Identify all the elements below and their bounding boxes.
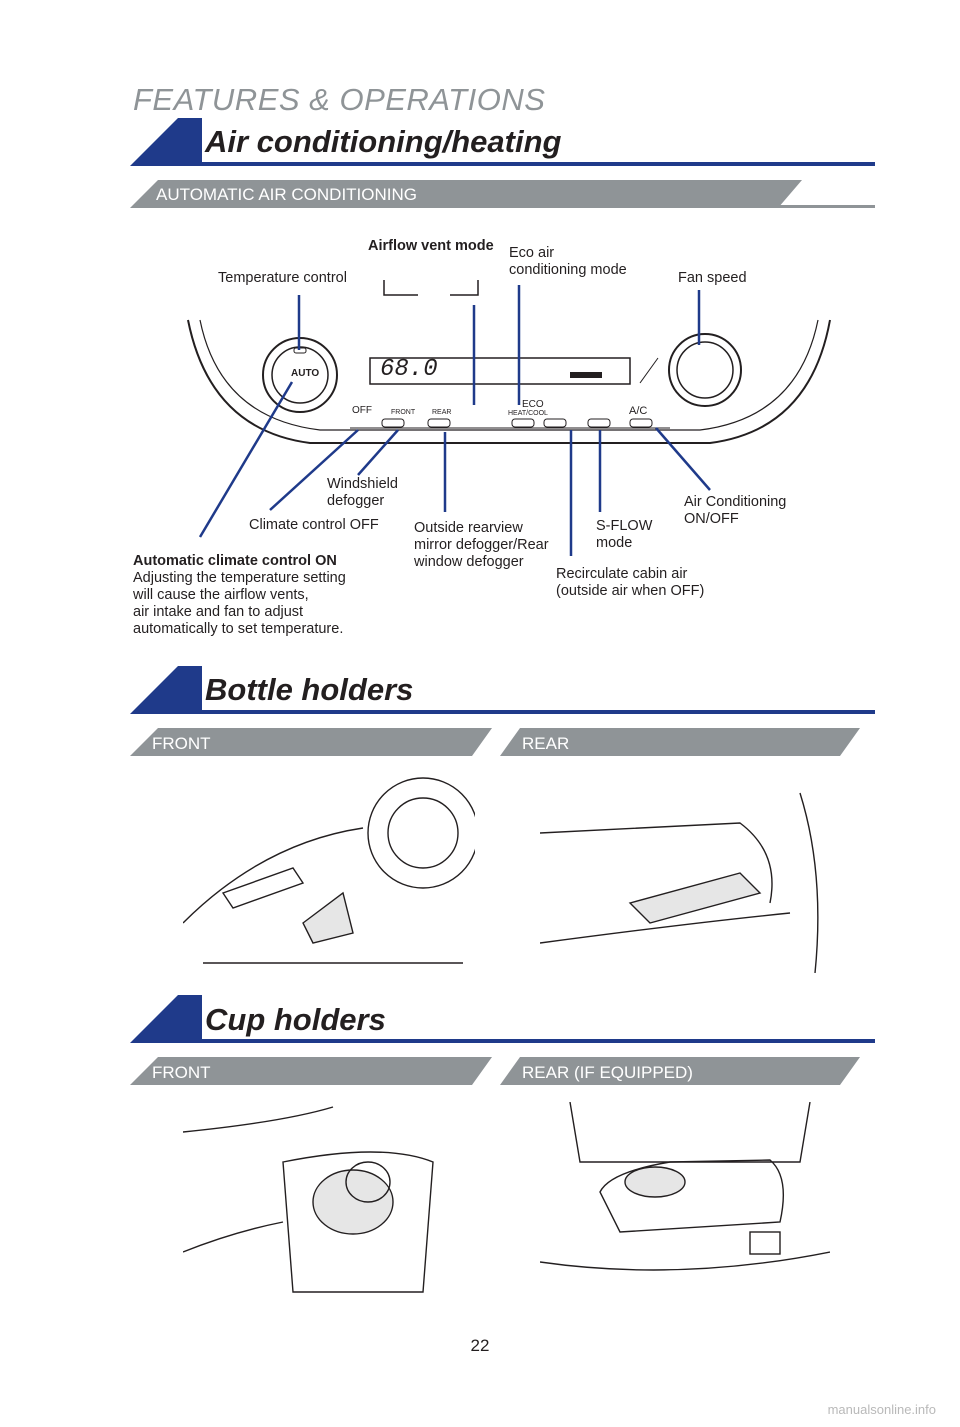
panel-btn-rear: REAR [432, 409, 452, 416]
callout-eco-air-2: conditioning mode [509, 262, 627, 278]
page-number: 22 [470, 1336, 490, 1355]
callout-windshield-2: defogger [327, 493, 385, 509]
panel-btn-heatcool: HEAT/COOL [508, 410, 548, 417]
section-title-bar-cup [130, 995, 875, 1043]
cup-front-illustration [183, 1106, 434, 1293]
subheading-bars-cup [130, 1057, 860, 1085]
subheading-bottle-rear: REAR [522, 734, 570, 753]
callout-recirc-2: (outside air when OFF) [556, 583, 705, 599]
callout-auto-1: Adjusting the temperature setting [133, 570, 346, 586]
callout-auto-3: air intake and fan to adjust [133, 604, 304, 620]
panel-btn-ac: A/C [629, 405, 648, 417]
footer-watermark: manualsonline.info [827, 1402, 936, 1417]
climate-panel-illustration [187, 319, 831, 444]
callout-recirc-1: Recirculate cabin air [556, 566, 688, 582]
callout-airflow-vent-mode: Airflow vent mode [368, 238, 494, 254]
subheading-auto-ac: AUTOMATIC AIR CONDITIONING [156, 185, 417, 204]
subheading-bottle-front: FRONT [152, 734, 211, 753]
callout-outside-2: mirror defogger/Rear [414, 537, 549, 553]
callout-eco-air-1: Eco air [509, 245, 555, 261]
panel-btn-off: OFF [352, 405, 372, 416]
callout-sflow-1: S-FLOW [596, 518, 653, 534]
temp-display: 68.0 [380, 356, 438, 383]
subheading-cup-front: FRONT [152, 1063, 211, 1082]
bottle-front-illustration [183, 777, 475, 964]
callout-auto-4: automatically to set temperature. [133, 621, 344, 637]
bottle-rear-illustration [540, 792, 819, 973]
section-title-bar-ac [130, 118, 875, 166]
callout-outside-1: Outside rearview [414, 520, 523, 536]
callout-outside-3: window defogger [414, 554, 524, 570]
section-title-cup: Cup holders [205, 1002, 386, 1037]
callout-auto-title: Automatic climate control ON [133, 553, 337, 569]
callout-windshield-1: Windshield [327, 476, 398, 492]
panel-btn-eco: ECO [522, 399, 544, 410]
panel-btn-front: FRONT [391, 409, 416, 416]
callout-fan-speed: Fan speed [678, 270, 747, 286]
section-title-bottle: Bottle holders [205, 672, 414, 707]
page-eyebrow: FEATURES & OPERATIONS [133, 82, 546, 117]
callout-leader-lines [198, 280, 711, 556]
cup-rear-illustration [540, 1102, 830, 1271]
auto-button-label: AUTO [291, 368, 320, 379]
callout-auto-2: will cause the airflow vents, [133, 587, 309, 603]
subheading-bar-auto-ac [130, 180, 875, 208]
callout-temperature-control: Temperature control [218, 270, 347, 286]
section-title-bar-bottle [130, 666, 875, 714]
callout-ac-onoff-2: ON/OFF [684, 511, 739, 527]
callout-climate-off: Climate control OFF [249, 517, 379, 533]
section-title-ac: Air conditioning/heating [205, 124, 562, 159]
subheading-cup-rear: REAR (IF EQUIPPED) [522, 1063, 693, 1082]
callout-sflow-2: mode [596, 535, 633, 551]
subheading-bars-bottle [130, 728, 860, 756]
callout-ac-onoff-1: Air Conditioning [684, 494, 787, 510]
